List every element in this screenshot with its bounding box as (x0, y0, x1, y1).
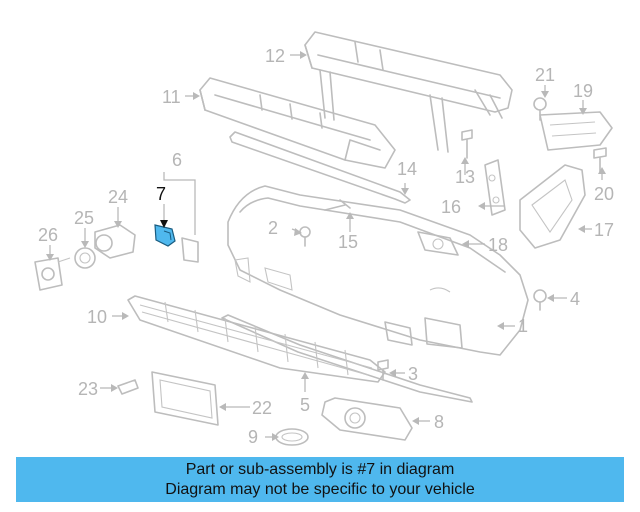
callout-10: 10 (87, 307, 107, 327)
callout-23: 23 (78, 379, 98, 399)
callout-26: 26 (38, 225, 58, 245)
part-20-screw (593, 147, 607, 173)
part-18-bracket (417, 231, 459, 256)
info-banner: Part or sub-assembly is #7 in diagram Di… (16, 457, 624, 502)
callout-16: 16 (441, 197, 461, 217)
part-26-sensor-bracket (34, 257, 71, 291)
part-22-plate-bracket (151, 371, 219, 426)
callout-18: 18 (488, 235, 508, 255)
callout-14: 14 (397, 159, 417, 179)
part-1-bumper-cover (227, 185, 529, 356)
callout-13: 13 (455, 167, 475, 187)
callout-17: 17 (594, 220, 614, 240)
callout-3: 3 (408, 364, 418, 384)
part-25-sensor-ring (74, 247, 96, 269)
part-13-bolt (461, 129, 473, 159)
callout-25: 25 (74, 208, 94, 228)
part-3-screw (377, 359, 389, 381)
callout-1: 1 (518, 316, 528, 336)
callout-12: 12 (265, 46, 285, 66)
parts-diagram: 1 2 3 4 5 6 7 8 9 10 11 12 13 14 15 16 1… (34, 31, 614, 447)
banner-line-1: Part or sub-assembly is #7 in diagram (185, 461, 455, 478)
callout-19: 19 (573, 81, 593, 101)
part-14-upper-strip (229, 131, 411, 204)
callout-15: 15 (338, 232, 358, 252)
callout-20: 20 (594, 184, 614, 204)
callout-4: 4 (570, 289, 580, 309)
part-10-grille (127, 295, 386, 383)
part-16-mount (484, 159, 506, 216)
part-6-group-bracket (163, 172, 199, 263)
part-23-rivet (117, 379, 139, 395)
part-21-clip (533, 97, 547, 121)
part-17-side-bracket (519, 164, 586, 249)
part-15-screw (324, 199, 351, 211)
callout-6: 6 (172, 150, 182, 170)
callout-21: 21 (535, 65, 555, 85)
callout-24: 24 (108, 187, 128, 207)
callout-5: 5 (300, 395, 310, 415)
part-2-clip (299, 226, 311, 247)
part-12-reinforcement-bar (304, 31, 513, 153)
callout-labels: 1 2 3 4 5 6 7 8 9 10 11 12 13 14 15 16 1… (38, 46, 614, 447)
callout-22: 22 (252, 398, 272, 418)
part-5-lower-strip (221, 314, 473, 403)
banner-line-2: Diagram may not be specific to your vehi… (165, 481, 475, 498)
callout-11: 11 (162, 87, 181, 107)
part-9-ring (275, 428, 309, 446)
callout-7: 7 (156, 184, 166, 204)
part-4-clip (533, 289, 547, 311)
part-19-side-guide (539, 111, 613, 151)
callout-8: 8 (434, 412, 444, 432)
part-24-sensor (94, 224, 136, 259)
callout-9: 9 (248, 427, 258, 447)
leader-lines (46, 51, 606, 441)
callout-2: 2 (268, 218, 278, 238)
part-11-absorber (199, 77, 396, 169)
part-8-fog-bezel (321, 397, 413, 441)
part-7-highlighted-clip (154, 224, 176, 247)
